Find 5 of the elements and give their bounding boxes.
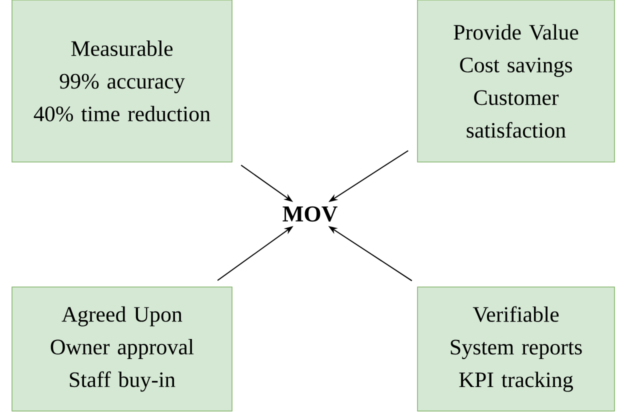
process-box: Agreed Upon Owner approval Staff buy-in [12,286,232,412]
process-box: Provide Value Cost savings Customer satisfaction [417,0,615,162]
process-box: Verifiable System reports KPI tracking [417,286,615,412]
process-box: Measurable 99% accuracy 40% time reduction [12,0,232,162]
center-label: MOV [282,206,338,222]
